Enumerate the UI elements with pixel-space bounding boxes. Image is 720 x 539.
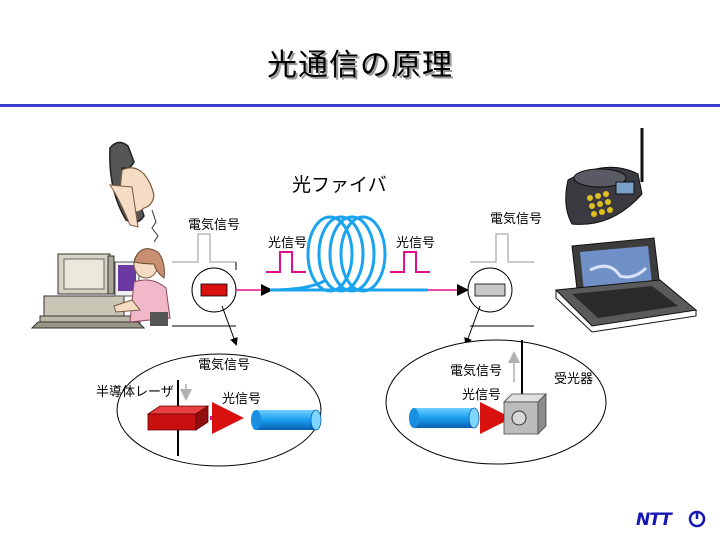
optical-left-label: 光信号	[268, 236, 308, 251]
laser-optical-label: 光信号	[222, 392, 262, 407]
det-elec-label: 電気信号	[450, 364, 503, 379]
ntt-logo: NTT	[636, 510, 672, 530]
elec-in-label: 電気信号	[188, 218, 241, 233]
desk-phone-icon	[565, 128, 644, 225]
laser-name-label: 半導体レーザ	[96, 385, 174, 400]
detector-detail	[385, 339, 607, 465]
laser-detail	[116, 353, 322, 467]
optical-right-label: 光信号	[396, 236, 436, 251]
page-title: 光通信の原理	[267, 48, 453, 83]
telephone-handset-icon	[109, 141, 159, 243]
title-underline	[0, 104, 720, 107]
fiber-label: 光ファイバ	[292, 174, 387, 196]
zoom-arrow-right	[464, 305, 481, 346]
receiver-module	[467, 233, 534, 327]
det-optical-label: 光信号	[462, 388, 502, 403]
optical-pulse-left	[266, 251, 306, 273]
elec-out-label: 電気信号	[490, 212, 543, 227]
optical-fiber	[236, 215, 469, 296]
optical-pulse-right	[390, 251, 430, 273]
laser-elec-label: 電気信号	[198, 358, 251, 373]
ntt-logo-icon	[688, 510, 706, 528]
laptop-icon	[554, 237, 698, 333]
computer-user-icon	[30, 248, 171, 329]
zoom-arrow-left	[221, 305, 238, 346]
transmitter-module	[172, 233, 237, 327]
det-name-label: 受光器	[554, 372, 594, 387]
